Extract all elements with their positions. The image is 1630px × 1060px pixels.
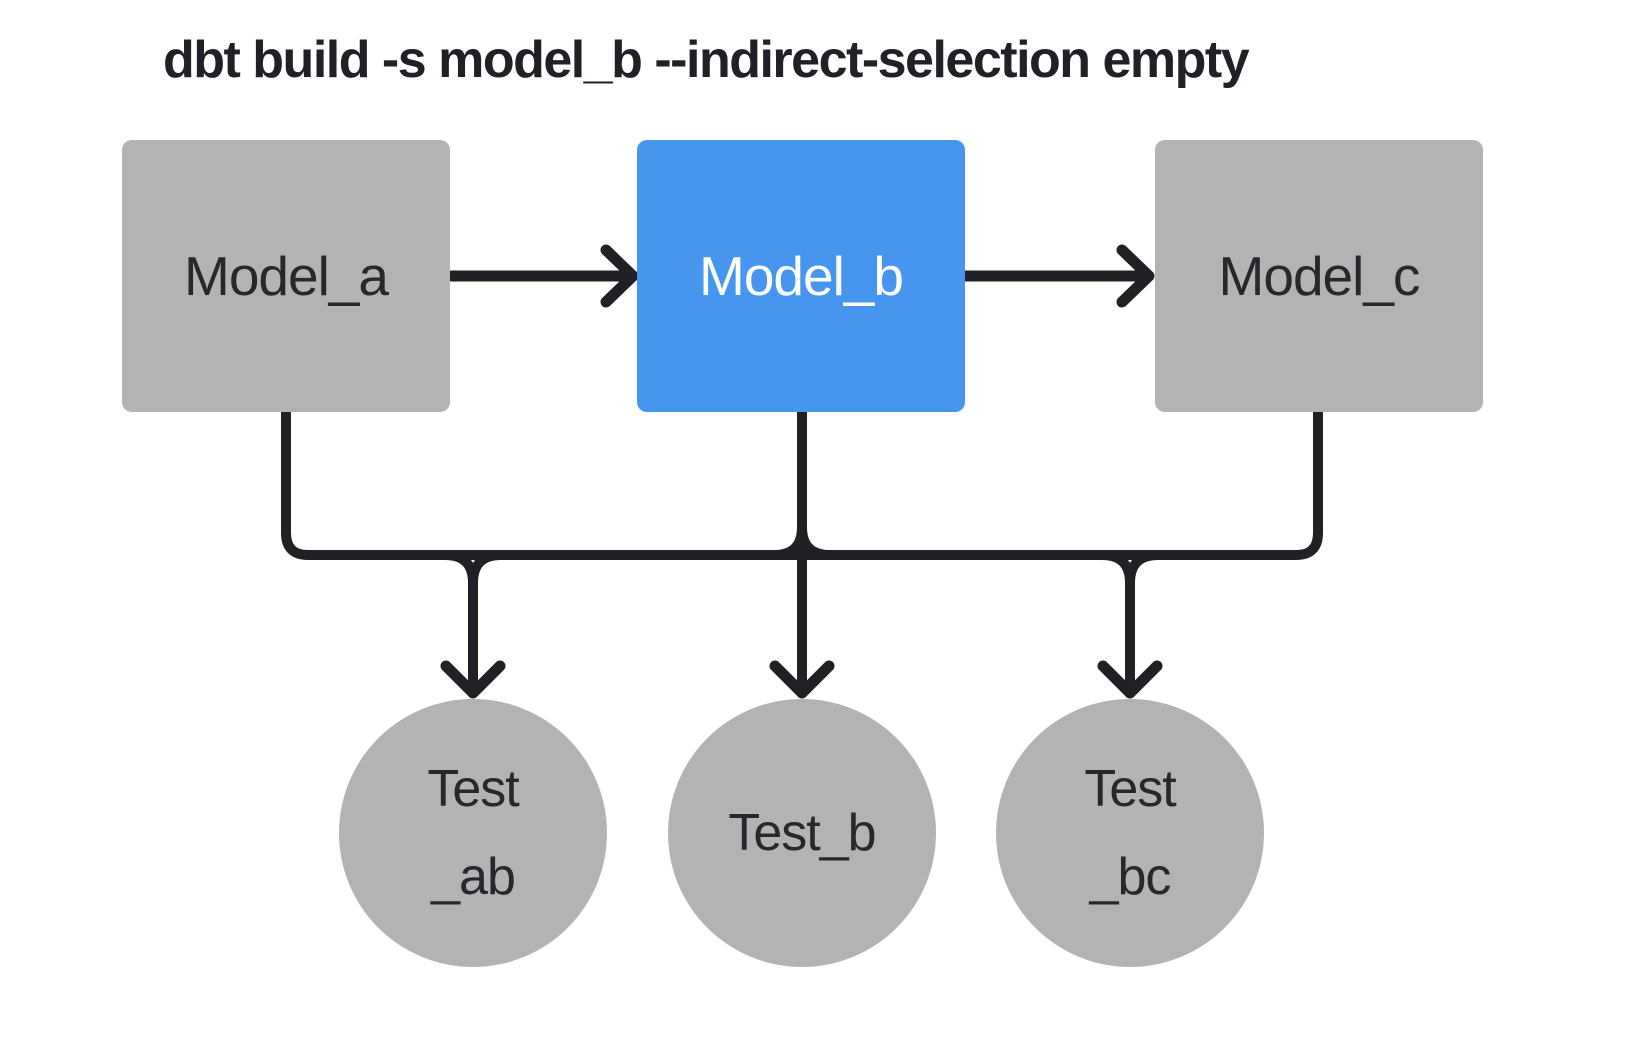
arrowhead-model-b-to-model-c-icon xyxy=(1116,244,1155,308)
node-test-b: Test_b xyxy=(668,699,936,967)
node-test-bc: Test _bc xyxy=(996,699,1264,967)
edge-branch-test-b-fillet-right xyxy=(797,522,835,560)
arrowhead-test-bc-icon xyxy=(1097,660,1163,699)
arrowhead-test-b-icon xyxy=(769,660,835,699)
edge-branch-test-bc-fillet xyxy=(1125,550,1163,588)
node-model-c: Model_c xyxy=(1155,140,1483,412)
node-test-ab-label-line2: _ab xyxy=(431,848,516,906)
node-model-c-label: Model_c xyxy=(1218,245,1421,307)
node-model-a: Model_a xyxy=(122,140,450,412)
node-model-b-label: Model_b xyxy=(699,245,904,307)
node-test-b-label: Test_b xyxy=(728,804,876,862)
node-test-bc-label-line1: Test xyxy=(1084,760,1176,818)
node-model-a-label: Model_a xyxy=(184,245,389,307)
edge-branch-test-ab-fillet xyxy=(468,550,506,588)
diagram-title: dbt build -s model_b --indirect-selectio… xyxy=(163,31,1250,89)
node-test-ab: Test _ab xyxy=(339,699,607,967)
node-test-ab-label-line1: Test xyxy=(427,760,519,818)
arrowhead-test-ab-icon xyxy=(440,660,506,699)
node-test-bc-label-line2: _bc xyxy=(1089,848,1172,906)
node-model-b: Model_b xyxy=(637,140,965,412)
arrowhead-model-a-to-model-b-icon xyxy=(600,244,639,308)
